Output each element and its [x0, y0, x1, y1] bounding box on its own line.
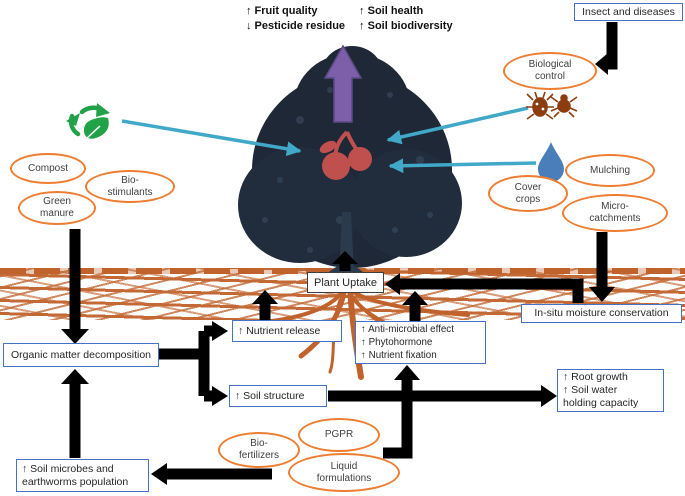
oval-mulching: Mulching: [565, 154, 655, 187]
headline-right-column: ↑ Soil health ↑ Soil biodiversity: [359, 4, 453, 34]
box-insect-and-diseases: Insect and diseases: [574, 3, 683, 21]
oval-liquid-formulations: Liquid formulations: [288, 453, 400, 492]
box-insitu-moisture-conservation: In-situ moisture conservation: [521, 304, 682, 323]
oval-biological-control: Biological control: [503, 52, 597, 90]
box-soil-structure: ↑ Soil structure: [229, 385, 327, 407]
connector-water-to-tree: [388, 158, 537, 174]
oval-bio-stimulants: Bio- stimulants: [85, 170, 175, 203]
arrow-omd-branch: [159, 325, 212, 402]
connector-recycle-to-tree: [121, 119, 302, 157]
oval-micro-catchments: Micro- catchments: [562, 194, 668, 232]
oval-cover-crops: Cover crops: [488, 175, 568, 212]
beetle-icon: [526, 91, 554, 120]
benefit-pesticide-residue: ↓ Pesticide residue: [246, 20, 346, 32]
arrow-insects-to-biocontrol: [606, 22, 618, 70]
arrow-insitu-to-uptake: [399, 278, 584, 303]
benefit-soil-health: ↑ Soil health: [359, 5, 424, 17]
headline-left-column: ↑ Fruit quality ↓ Pesticide residue: [246, 4, 345, 34]
water-drop-icon: [538, 142, 564, 182]
mite-icon: [550, 94, 578, 118]
oval-compost: Compost: [10, 153, 86, 184]
box-nutrient-release: ↑ Nutrient release: [232, 320, 342, 342]
box-root-growth: ↑ Root growth ↑ Soil water holding capac…: [557, 369, 664, 412]
box-plant-uptake: Plant Uptake: [307, 272, 384, 293]
box-soil-microbes-earthworms: ↑ Soil microbes and earthworms populatio…: [16, 459, 149, 492]
headline-benefits: ↑ Fruit quality ↓ Pesticide residue ↑ So…: [246, 4, 453, 34]
oval-bio-fertilizers: Bio- fertilizers: [218, 432, 300, 468]
box-antimicrobial-phytohormone: ↑ Anti-microbial effect ↑ Phytohormone ↑…: [355, 321, 486, 364]
cherries-icon: [319, 130, 372, 180]
benefit-fruit-quality: ↑ Fruit quality: [246, 5, 318, 17]
box-organic-matter-decomposition: Organic matter decomposition: [3, 343, 159, 367]
recycle-leaf-icon: [66, 103, 110, 141]
oval-pgpr: PGPR: [298, 418, 380, 452]
arrow-ovals-to-microbial: [383, 379, 413, 459]
benefit-soil-biodiversity: ↑ Soil biodiversity: [359, 20, 453, 32]
growth-arrow-icon: [323, 44, 363, 123]
connector-insects-to-tree: [386, 106, 529, 145]
oval-green-manure: Green manure: [18, 191, 96, 225]
